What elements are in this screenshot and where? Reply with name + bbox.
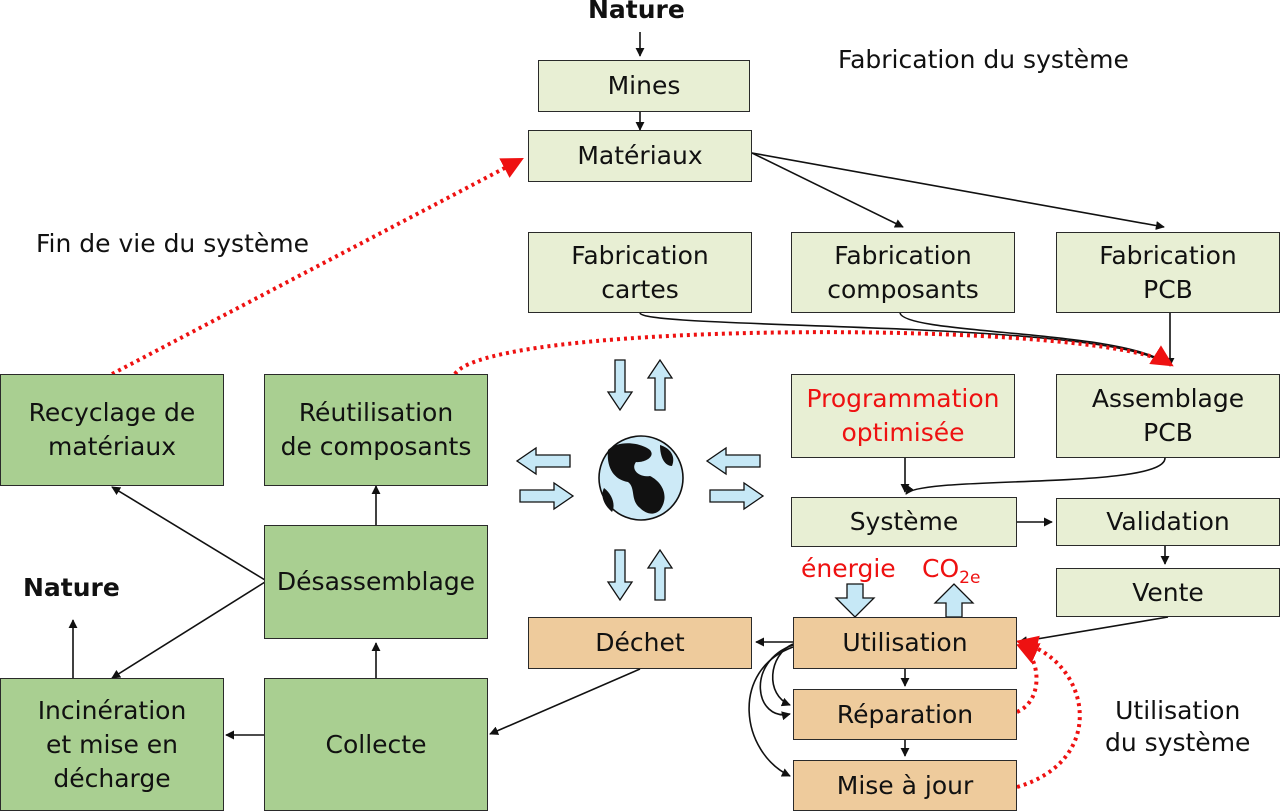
fabrication-composants-node: Fabrication composants bbox=[791, 232, 1015, 313]
left-arrow-icon bbox=[515, 446, 571, 476]
fabrication-cartes-node: Fabrication cartes bbox=[528, 232, 752, 313]
red-feedback-loops bbox=[111, 157, 1174, 789]
fabrication-pcb-node: Fabrication PCB bbox=[1056, 232, 1280, 313]
dechet-node: Déchet bbox=[528, 617, 752, 669]
right-arrow-icon bbox=[709, 481, 765, 511]
energie-label: énergie bbox=[801, 554, 896, 583]
fin-de-vie-title: Fin de vie du système bbox=[36, 229, 309, 258]
assemblage-pcb-node: Assemblage PCB bbox=[1056, 374, 1280, 458]
down-arrow-icon bbox=[606, 549, 634, 602]
materiaux-node: Matériaux bbox=[528, 130, 752, 182]
systeme-node: Système bbox=[791, 497, 1017, 547]
vente-node: Vente bbox=[1056, 568, 1280, 617]
mines-node: Mines bbox=[538, 60, 750, 112]
desassemblage-node: Désassemblage bbox=[264, 525, 488, 639]
nature-left-label: Nature bbox=[23, 573, 120, 602]
mise-a-jour-node: Mise à jour bbox=[793, 760, 1017, 811]
fabrication-title: Fabrication du système bbox=[838, 45, 1129, 74]
flow-connectors bbox=[68, 32, 1175, 777]
recyclage-node: Recyclage de matériaux bbox=[0, 374, 224, 486]
collecte-node: Collecte bbox=[264, 678, 488, 811]
co2-subscript: 2e bbox=[959, 568, 981, 588]
energy-in-arrow-icon bbox=[834, 583, 876, 618]
programmation-node: Programmation optimisée bbox=[791, 374, 1015, 458]
up-arrow-icon bbox=[646, 548, 674, 601]
reutilisation-node: Réutilisation de composants bbox=[264, 374, 488, 486]
co2-label: CO2e bbox=[922, 554, 981, 588]
right-arrow-icon bbox=[519, 481, 575, 511]
utilisation-node: Utilisation bbox=[793, 617, 1017, 669]
co2-out-arrow-icon bbox=[933, 583, 975, 618]
utilisation-title: Utilisation du système bbox=[1105, 696, 1251, 757]
left-arrow-icon bbox=[705, 446, 761, 476]
validation-node: Validation bbox=[1056, 498, 1280, 546]
incineration-node: Incinération et mise en décharge bbox=[0, 678, 224, 811]
down-arrow-icon bbox=[606, 359, 634, 412]
nature-top-label: Nature bbox=[588, 0, 685, 24]
earth-globe-icon bbox=[598, 435, 684, 521]
up-arrow-icon bbox=[646, 358, 674, 411]
exchange-arrows bbox=[515, 358, 975, 618]
reparation-node: Réparation bbox=[793, 689, 1017, 740]
